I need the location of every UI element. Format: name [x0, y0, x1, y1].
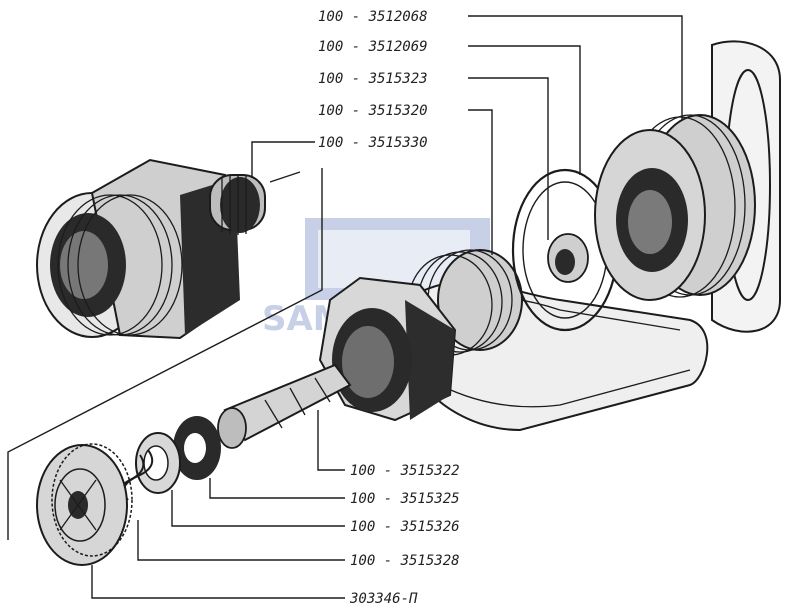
- part-label-10: 303346-П: [349, 591, 418, 607]
- union-nut-with-strap: [318, 249, 709, 432]
- part-label-5: 100 - 3515330: [318, 135, 428, 151]
- part-label-2: 100 - 3512069: [318, 39, 428, 55]
- part-label-9: 100 - 3515328: [350, 553, 460, 569]
- part-label-3: 100 - 3515323: [318, 71, 428, 87]
- valve-core: [217, 363, 352, 449]
- part-label-4: 100 - 3515320: [318, 103, 428, 119]
- part-label-1: 100 - 3512068: [318, 9, 428, 25]
- cap-with-ring: [594, 40, 781, 333]
- part-label-8: 100 - 3515326: [350, 519, 460, 535]
- part-label-6: 100 - 3515322: [350, 463, 460, 479]
- part-label-7: 100 - 3515325: [350, 491, 460, 507]
- leader-lines: [7, 15, 683, 599]
- rubber-gasket: [173, 416, 221, 480]
- handwheel: [36, 443, 133, 566]
- rubber-seal-ring: [511, 168, 619, 332]
- part-labels: 100 - 3512068 100 - 3512069 100 - 351532…: [318, 9, 460, 607]
- hex-nipple-fitting: [36, 158, 266, 340]
